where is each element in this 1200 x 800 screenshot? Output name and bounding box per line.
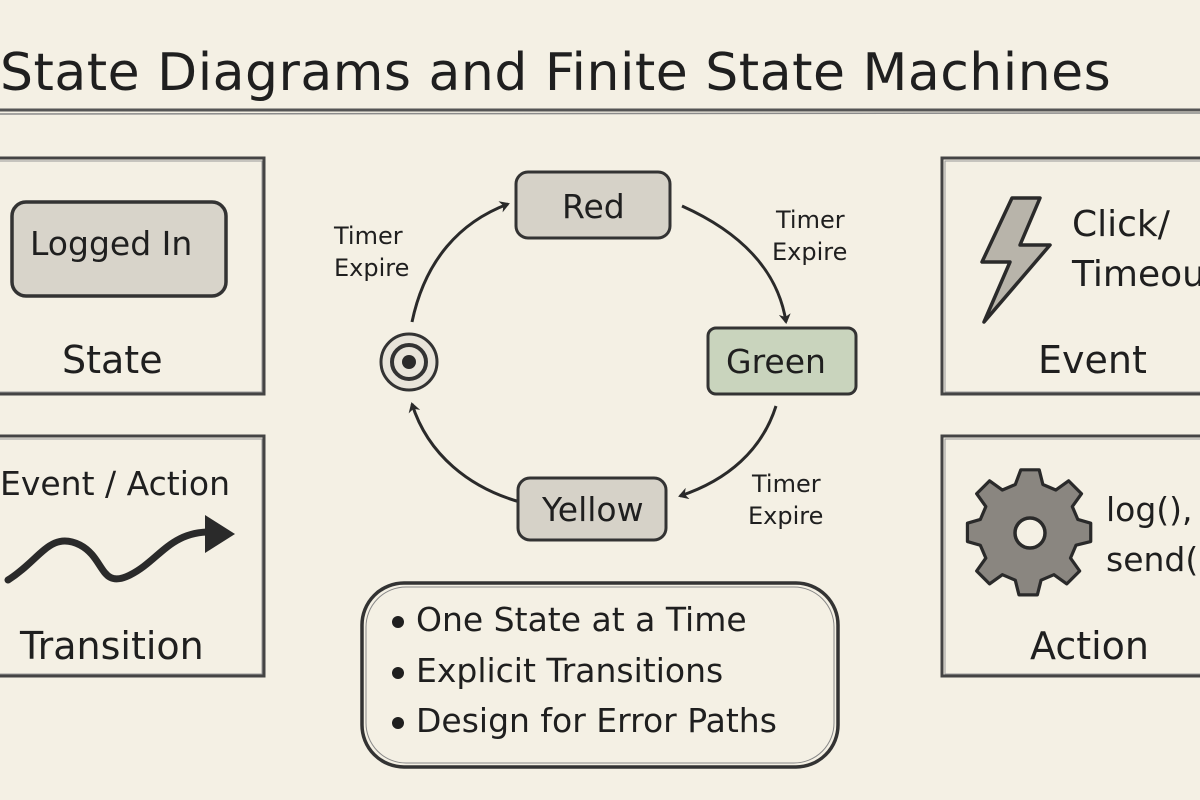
state-example-label: Logged In xyxy=(30,224,193,263)
transition-label-green-yellow-line2: Expire xyxy=(748,502,824,530)
transition-panel-frame xyxy=(0,434,266,678)
gear-icon xyxy=(965,468,1093,597)
initial-state-icon xyxy=(379,332,439,392)
event-panel-frame xyxy=(940,156,1200,396)
action-example-line1: log(), xyxy=(1106,490,1193,529)
action-panel-frame xyxy=(940,434,1200,678)
transition-label-to-red-line1: Timer xyxy=(334,222,403,250)
event-example-line1: Click/ xyxy=(1072,204,1170,245)
state-yellow-box xyxy=(516,476,668,542)
state-example-box xyxy=(10,200,228,298)
page-title: State Diagrams and Finite State Machines xyxy=(0,43,1112,103)
state-red-box xyxy=(514,170,672,240)
transition-label-red-green-line2: Expire xyxy=(772,238,848,266)
state-red-label: Red xyxy=(562,187,625,226)
transition-arrow-green-to-yellow xyxy=(678,405,778,500)
principle-item: Design for Error Paths xyxy=(416,701,777,740)
transition-panel-caption: Transition xyxy=(20,624,204,668)
transition-arrow-initial-to-red xyxy=(410,201,510,323)
principles-box xyxy=(360,581,840,769)
transition-example-label: Event / Action xyxy=(0,464,230,503)
principle-item: One State at a Time xyxy=(416,600,747,639)
transition-label-green-yellow-line1: Timer xyxy=(752,470,821,498)
lightning-bolt-icon xyxy=(980,196,1052,324)
transition-arrow-red-to-green xyxy=(681,204,791,324)
state-green-label: Green xyxy=(726,342,826,381)
state-green-box xyxy=(706,326,858,396)
transition-arrow-yellow-to-initial xyxy=(408,402,521,504)
bullet-icon xyxy=(392,667,404,679)
event-panel-caption: Event xyxy=(1038,338,1147,382)
principle-item: Explicit Transitions xyxy=(416,651,724,690)
action-panel-caption: Action xyxy=(1030,624,1150,668)
transition-label-red-green-line1: Timer xyxy=(776,206,845,234)
bullet-icon xyxy=(392,616,404,628)
state-yellow-label: Yellow xyxy=(542,490,644,529)
state-panel-frame xyxy=(0,156,266,396)
squiggle-arrow-icon xyxy=(4,528,219,584)
state-panel-caption: State xyxy=(62,338,163,382)
bullet-icon xyxy=(392,717,404,729)
event-example-line2: Timeout xyxy=(1072,254,1200,295)
action-example-line2: send( xyxy=(1106,540,1199,579)
transition-label-to-red-line2: Expire xyxy=(334,254,410,282)
